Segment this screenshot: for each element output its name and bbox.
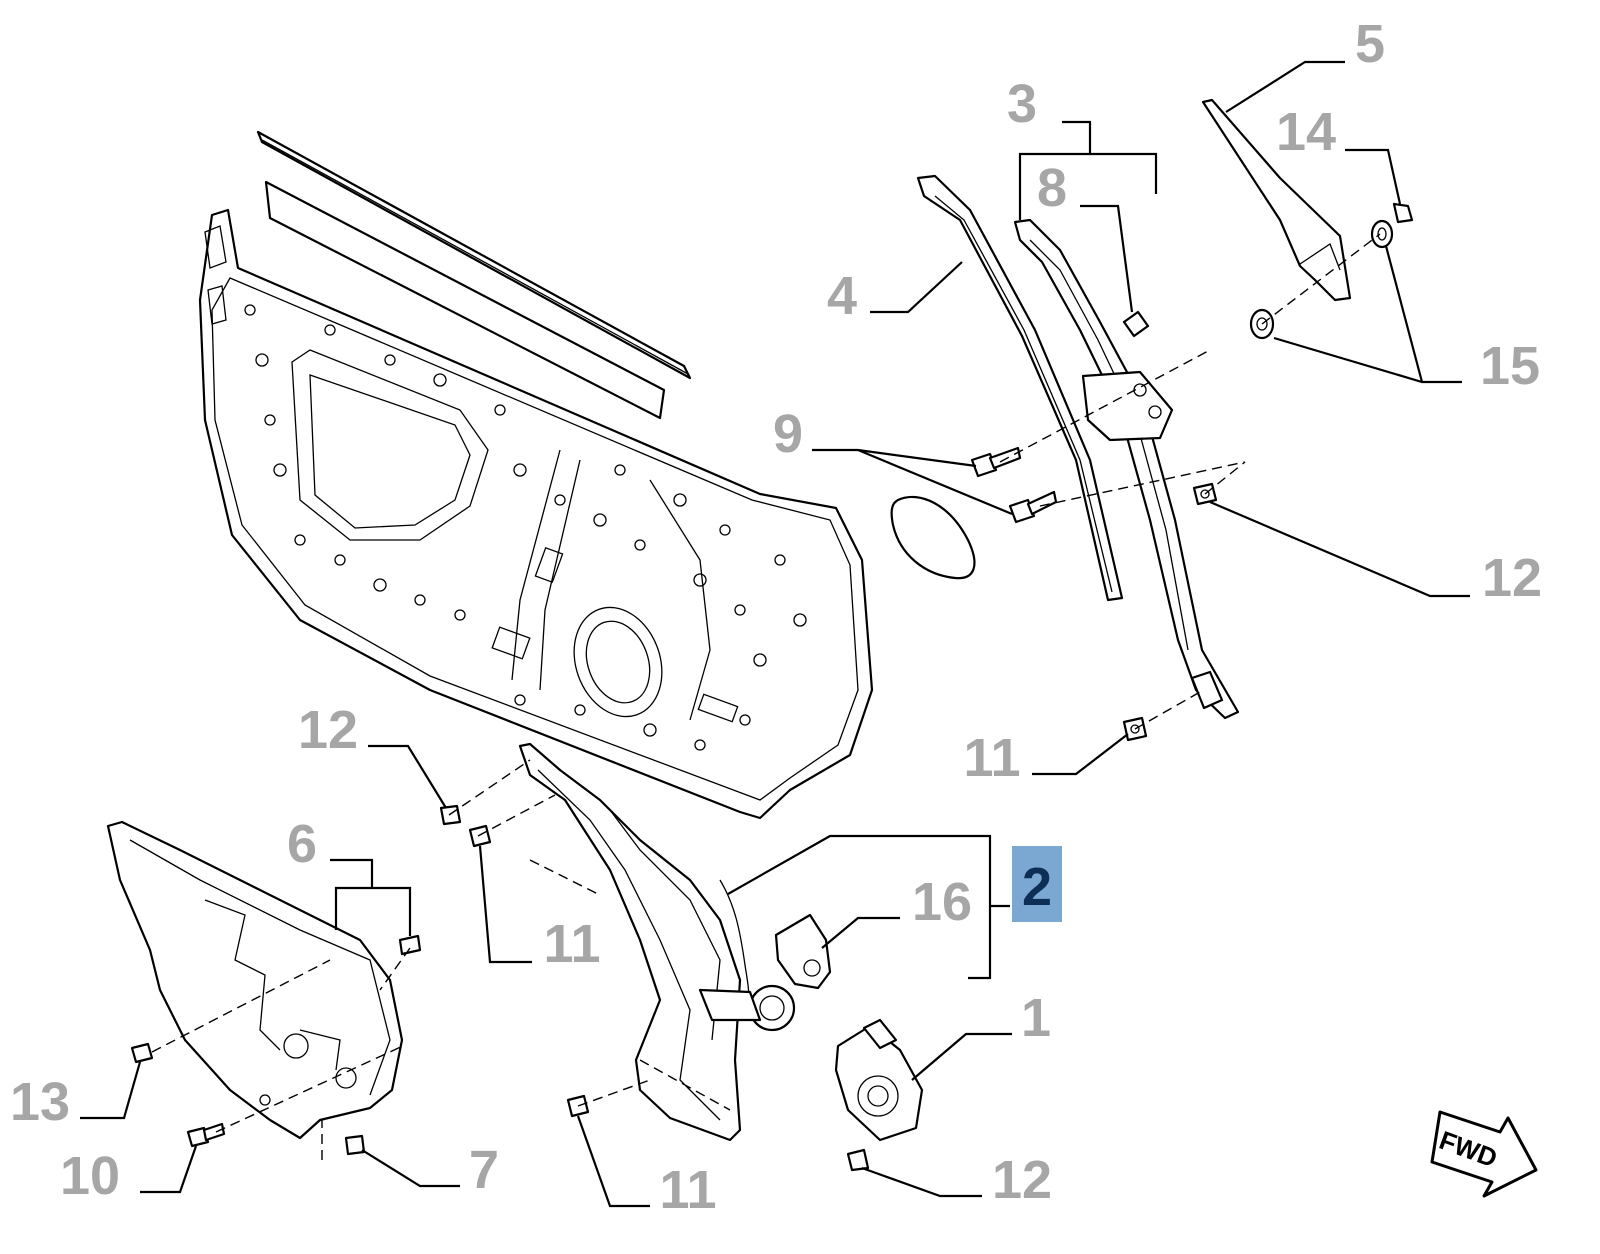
door-shell [198,130,874,820]
callout-13[interactable]: 13 [10,1072,70,1132]
callout-11-lower[interactable]: 11 [659,1160,716,1220]
push-pin-13 [130,1042,154,1064]
callout-16[interactable]: 16 [912,872,972,932]
seal-pad [890,495,976,580]
callout-1[interactable]: 1 [1021,988,1051,1048]
window-regulator-assembly [518,742,796,1142]
fwd-arrow-icon: FWD [1430,1110,1538,1198]
nut-12-lower [846,1148,870,1172]
callout-4[interactable]: 4 [827,266,857,326]
push-pin-7 [344,1134,366,1156]
callout-9[interactable]: 9 [773,404,803,464]
window-channel-front [916,174,1124,602]
callout-8[interactable]: 8 [1037,158,1067,218]
assembly-lines [151,233,1381,1160]
callout-12-lower[interactable]: 12 [992,1150,1052,1210]
window-motor-1 [834,1018,924,1142]
callout-2[interactable]: 2 [1022,857,1052,917]
trim-part-5 [1201,98,1352,302]
window-channel-rear [1013,218,1240,720]
callout-15[interactable]: 15 [1480,336,1540,396]
callout-12-upper-right[interactable]: 12 [1482,548,1542,608]
nut-12-regulator [439,804,462,826]
callout-7[interactable]: 7 [469,1140,499,1200]
clip-6 [398,934,422,956]
callout-11-upper[interactable]: 11 [963,728,1020,788]
callout-5[interactable]: 5 [1355,14,1385,74]
leader-lines [80,60,1470,1208]
bolt-9b [1008,490,1058,524]
highlight-box-2 [1012,846,1062,922]
inner-cover-panel [106,820,404,1140]
callout-10[interactable]: 10 [60,1146,120,1206]
bracket-16 [774,913,832,990]
nut-11-upper-left [468,824,492,848]
bolt-10 [186,1122,226,1148]
callout-3[interactable]: 3 [1007,74,1037,134]
bolt-9a [970,446,1022,478]
callout-12-mid-left[interactable]: 12 [298,700,358,760]
clip-part-8 [1122,310,1150,338]
clip-14 [1392,202,1414,224]
callout-6[interactable]: 6 [287,814,317,874]
callout-11-middle[interactable]: 11 [543,914,600,974]
callout-14[interactable]: 14 [1276,102,1336,162]
